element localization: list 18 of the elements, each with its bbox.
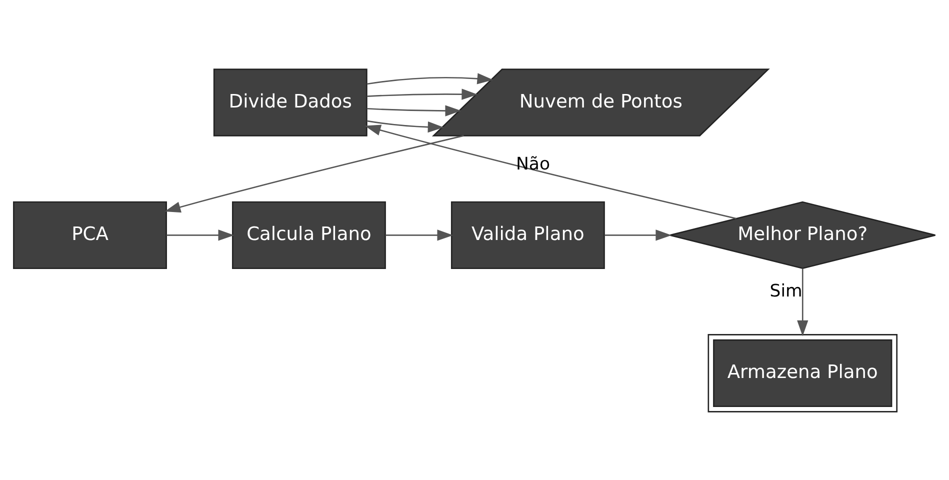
node-box: PCA — [13, 200, 167, 269]
arrow — [797, 268, 808, 336]
arrow — [164, 134, 464, 212]
arrow — [364, 124, 736, 219]
arrow — [366, 120, 444, 132]
node-box: Armazena Plano — [708, 334, 898, 412]
node-box: Calcula Plano — [232, 200, 386, 269]
arrow — [366, 104, 462, 116]
arrow — [366, 72, 494, 84]
arrow — [366, 88, 478, 100]
arrow — [604, 229, 672, 240]
arrow — [166, 229, 234, 240]
edge-label: Sim — [770, 281, 802, 302]
arrow — [386, 229, 454, 240]
node-box: Divide Dados — [213, 68, 368, 136]
node-diamond: Melhor Plano? — [669, 200, 936, 269]
node-box: Valida Plano — [450, 200, 605, 269]
edge-label: Não — [516, 154, 550, 174]
